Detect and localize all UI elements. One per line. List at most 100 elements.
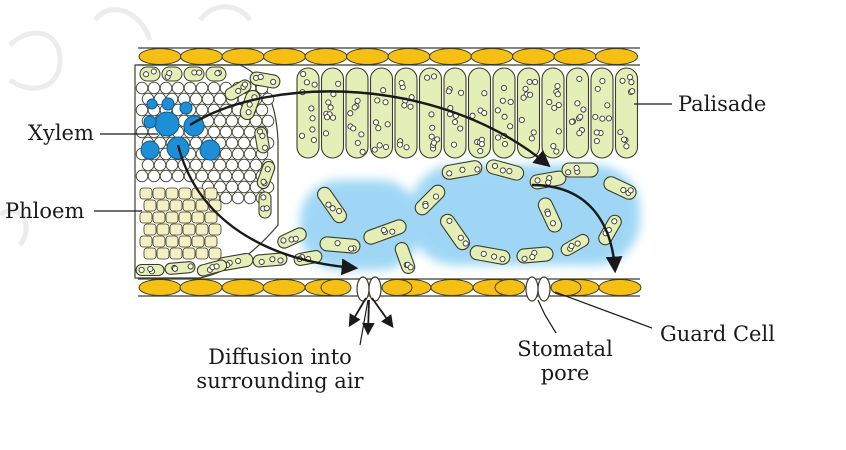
xylem-vessel xyxy=(154,111,180,137)
chloroplast xyxy=(599,115,606,122)
lower-epidermal-cell xyxy=(320,279,352,296)
chloroplast xyxy=(325,201,332,208)
upper-epidermal-cell xyxy=(346,48,389,65)
phloem-cell xyxy=(143,247,157,260)
chloroplast xyxy=(593,137,600,145)
bundle-sheath-cell xyxy=(139,66,161,82)
upper-epidermis xyxy=(138,47,640,66)
parenchyma-cell xyxy=(195,81,209,95)
diffusion-arrows xyxy=(348,297,394,336)
parenchyma-cell xyxy=(225,136,239,150)
chloroplast xyxy=(474,166,481,173)
chloroplast xyxy=(329,114,337,121)
chloroplast xyxy=(452,118,459,126)
spongy-cell xyxy=(469,245,511,265)
parenchyma-cell xyxy=(189,158,203,172)
chloroplast xyxy=(166,70,173,77)
phloem-cell xyxy=(165,235,179,248)
label-guard-cell: Guard Cell xyxy=(660,322,775,346)
phloem-cell xyxy=(204,187,218,200)
palisade-cells xyxy=(296,67,639,159)
chloroplast xyxy=(143,71,150,78)
chloroplast xyxy=(499,256,506,263)
parenchyma-cell xyxy=(237,158,251,172)
lower-epidermal-cell xyxy=(494,279,526,296)
chloroplast xyxy=(554,91,561,98)
chloroplast xyxy=(529,253,536,261)
chloroplast xyxy=(619,77,626,84)
chloroplast xyxy=(280,237,287,244)
chloroplast xyxy=(459,166,466,173)
chloroplast xyxy=(327,104,334,111)
chloroplast xyxy=(594,85,601,92)
chloroplast xyxy=(593,129,600,136)
lower-epidermal-cell xyxy=(221,279,265,296)
chloroplast xyxy=(574,100,581,107)
parenchyma-cell xyxy=(255,103,269,117)
spongy-cell xyxy=(135,263,165,277)
parenchyma-cell xyxy=(141,158,155,172)
lower-epidermis xyxy=(138,278,642,297)
label-diffusion-line1: Diffusion into xyxy=(208,345,352,369)
chloroplast xyxy=(401,102,408,109)
chloroplast xyxy=(501,140,509,148)
chloroplast xyxy=(604,102,611,109)
chloroplast xyxy=(235,257,242,265)
parenchyma-cell xyxy=(207,81,221,95)
stomatal-pore-leader xyxy=(537,299,557,334)
chloroplast xyxy=(555,128,562,135)
chloroplast xyxy=(554,83,561,90)
parenchyma-cell xyxy=(207,169,221,183)
upper-epidermal-cell xyxy=(138,48,182,65)
bundle-sheath-cell xyxy=(205,66,227,82)
phloem-cell xyxy=(152,211,166,224)
spongy-cell xyxy=(516,246,554,264)
chloroplast xyxy=(403,144,410,151)
chloroplast xyxy=(507,123,514,130)
phloem-cell xyxy=(156,247,170,260)
lower-epidermal-cell xyxy=(430,279,474,296)
chloroplast xyxy=(374,97,381,104)
chloroplast xyxy=(457,234,464,241)
chloroplast xyxy=(430,73,438,80)
chloroplast xyxy=(526,78,533,85)
parenchyma-cell xyxy=(159,81,173,95)
parenchyma-cell xyxy=(231,191,245,205)
phloem-cell xyxy=(195,247,209,260)
phloem-cell xyxy=(169,199,183,212)
upper-epidermal-cell xyxy=(429,48,472,65)
diffusion-leader xyxy=(359,299,369,346)
spongy-cell xyxy=(316,186,348,224)
xylem-vessel xyxy=(143,115,157,129)
spongy-cell xyxy=(254,126,270,154)
chloroplast xyxy=(347,245,355,252)
spongy-cell xyxy=(319,236,361,254)
palisade-cell xyxy=(614,67,639,159)
chloroplast xyxy=(245,109,252,116)
palisade-cell xyxy=(320,67,345,159)
parenchyma-cell xyxy=(243,169,257,183)
chloroplast xyxy=(424,74,431,81)
phloem-cell xyxy=(182,247,196,260)
spongy-cell xyxy=(258,191,272,219)
chloroplast xyxy=(277,257,284,264)
phloem-cell xyxy=(139,235,153,248)
parenchyma-cell xyxy=(219,147,233,161)
leader-lines xyxy=(94,103,672,346)
guard-cells-right xyxy=(525,276,551,302)
chloroplast xyxy=(520,94,527,101)
parenchyma-cell xyxy=(135,103,149,117)
chloroplast xyxy=(429,124,436,131)
phloem-cell xyxy=(156,199,170,212)
lower-epidermal-cell xyxy=(598,279,642,296)
parenchyma-cell xyxy=(225,180,239,194)
chloroplast xyxy=(138,266,145,273)
guard-cells-left xyxy=(356,276,382,302)
chloroplast xyxy=(605,115,612,122)
spongy-cell xyxy=(164,261,196,275)
chloroplast xyxy=(592,113,599,120)
chloroplast xyxy=(623,143,630,150)
arrow-xylem-to-stoma xyxy=(176,144,359,276)
label-diffusion-line2: surrounding air xyxy=(196,369,364,393)
xylem-vessel xyxy=(199,139,221,161)
